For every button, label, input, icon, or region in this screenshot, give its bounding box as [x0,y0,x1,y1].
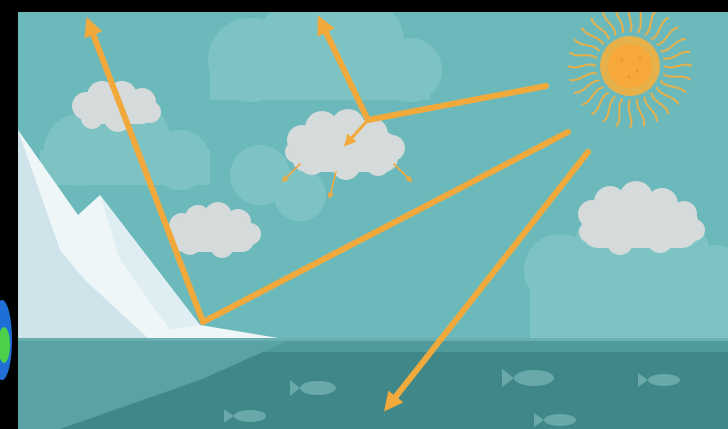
sea [18,338,728,429]
top-frame-bar [0,0,728,12]
